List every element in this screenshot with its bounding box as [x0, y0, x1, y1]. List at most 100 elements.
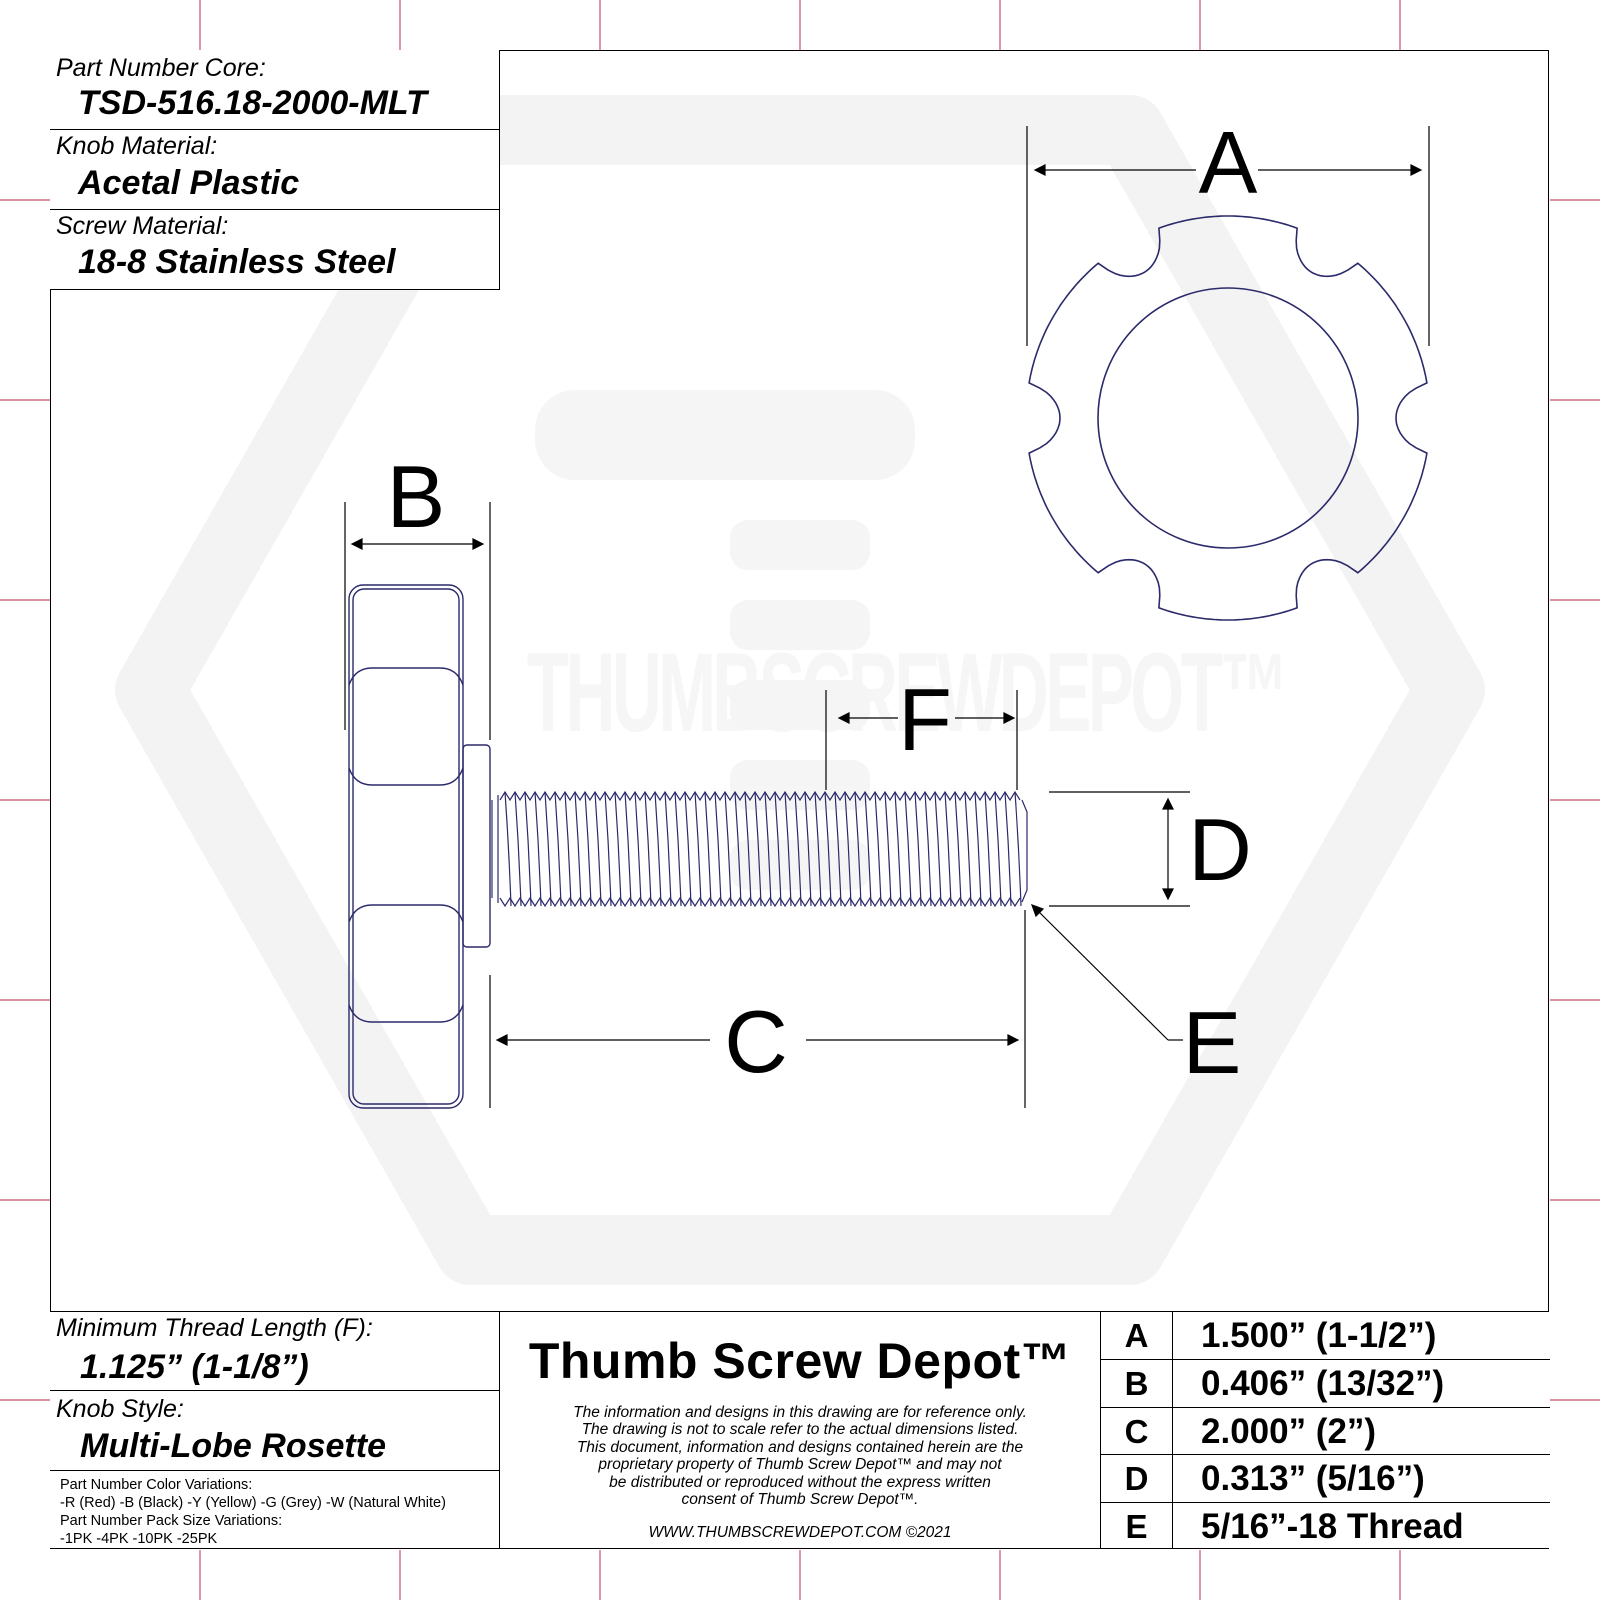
- screw-material-label: Screw Material:: [56, 212, 229, 240]
- thread-crest-line: [964, 791, 972, 907]
- thread-crest-line: [704, 791, 712, 907]
- thread-crest-line: [824, 791, 832, 907]
- knob-style-value: Multi-Lobe Rosette: [80, 1427, 386, 1465]
- knob-inner-circle: [1097, 287, 1359, 549]
- dim-label-f: F: [898, 670, 952, 769]
- knob-side-view: [348, 584, 491, 1109]
- thread-crest-line: [834, 791, 842, 907]
- knob-material-box: Knob Material: Acetal Plastic: [50, 130, 500, 210]
- thread-crest-line: [664, 791, 672, 907]
- thread-crest-line: [944, 791, 952, 907]
- thread-crest-line: [984, 791, 992, 907]
- dimension-letter: A: [1101, 1312, 1173, 1360]
- pack-variations-values: -1PK -4PK -10PK -25PK: [60, 1531, 218, 1547]
- dim-label-d: D: [1188, 800, 1252, 899]
- thread-crest-line: [514, 791, 522, 907]
- thread-crest-line: [794, 791, 802, 907]
- thread-crest-line: [974, 791, 982, 907]
- thread-crest-line: [584, 791, 592, 907]
- disclaimer-line: be distributed or reproduced without the…: [609, 1473, 991, 1491]
- thread-crest-line: [804, 791, 812, 907]
- company-name: Thumb Screw Depot™: [528, 1333, 1072, 1389]
- dimension-value: 5/16”-18 Thread: [1201, 1506, 1464, 1546]
- dimension-value: 1.500” (1-1/2”): [1201, 1316, 1437, 1355]
- dimension-value: 0.406” (13/32”): [1201, 1364, 1445, 1404]
- thread-crest-line: [814, 791, 822, 907]
- dimension-letters: A B C F D E: [387, 113, 1258, 1092]
- thread-length-box: Minimum Thread Length (F): 1.125” (1-1/8…: [50, 1311, 500, 1391]
- dimension-value: 0.313” (5/16”): [1201, 1459, 1425, 1499]
- thread-crest-line: [504, 791, 512, 907]
- part-number-box: Part Number Core: TSD-516.18-2000-MLT: [50, 50, 500, 130]
- dimension-letter: D: [1101, 1455, 1173, 1502]
- thread-crest-line: [634, 791, 642, 907]
- thread-crest-line: [734, 791, 742, 907]
- watermark-hexagon: [115, 95, 1485, 1285]
- part-number-label: Part Number Core:: [56, 54, 266, 82]
- dimension-letter: C: [1101, 1407, 1173, 1455]
- dim-label-a: A: [1199, 113, 1258, 212]
- knob-material-value: Acetal Plastic: [78, 164, 300, 202]
- thread-crest-line: [684, 791, 692, 907]
- thread-crest-line: [994, 791, 1002, 907]
- color-variations-label: Part Number Color Variations:: [60, 1477, 253, 1493]
- dim-label-e: E: [1183, 993, 1242, 1092]
- dim-label-b: B: [387, 447, 446, 546]
- screw-material-box: Screw Material: 18-8 Stainless Steel: [50, 210, 500, 290]
- thread-crest-line: [764, 791, 772, 907]
- rosette-knob-top-view: [1028, 215, 1428, 621]
- thread-crest-line: [954, 791, 962, 907]
- thread-crest-line: [714, 791, 722, 907]
- thread-crest-line: [624, 791, 632, 907]
- website-link[interactable]: WWW.THUMBSCREWDEPOT.COM ©2021: [648, 1524, 952, 1541]
- dimension-letter: B: [1101, 1360, 1173, 1407]
- thread-crest-line: [644, 791, 652, 907]
- thread-crest-line: [744, 791, 752, 907]
- knob-style-label: Knob Style:: [56, 1395, 184, 1423]
- dimension-lines: [344, 126, 1430, 1108]
- thread-crest-line: [554, 791, 562, 907]
- knob-material-label: Knob Material:: [56, 132, 218, 160]
- thread-crest-line: [724, 791, 732, 907]
- thread-crest-line: [594, 791, 602, 907]
- thread-crest-line: [844, 791, 852, 907]
- disclaimer-line: consent of Thumb Screw Depot™.: [681, 1491, 919, 1509]
- thread-crest-line: [884, 791, 892, 907]
- thread-crest-line: [604, 791, 612, 907]
- thread-crest-line: [694, 791, 702, 907]
- thread-crest-line: [564, 791, 572, 907]
- thread-crest-line: [904, 791, 912, 907]
- screw-material-value: 18-8 Stainless Steel: [78, 243, 396, 281]
- thread-crest-line: [854, 791, 862, 907]
- thread-crest-line: [574, 791, 582, 907]
- thread-crest-line: [1014, 791, 1022, 907]
- thread-crest-line: [1004, 791, 1012, 907]
- thread-crest-line: [874, 791, 882, 907]
- thread-crest-line: [754, 791, 762, 907]
- disclaimer-line: The drawing is not to scale refer to the…: [581, 1421, 1019, 1439]
- thread-crest-line: [544, 791, 552, 907]
- knob-style-box: Knob Style: Multi-Lobe Rosette: [50, 1391, 500, 1471]
- dimension-row-d: D 0.313” (5/16”): [1101, 1454, 1550, 1502]
- dimension-table: A 1.500” (1-1/2”) B 0.406” (13/32”) C 2.…: [1100, 1311, 1550, 1549]
- dim-label-c: C: [724, 992, 788, 1091]
- thread-crest-line: [934, 791, 942, 907]
- thread-length-value: 1.125” (1-1/8”): [80, 1348, 309, 1386]
- dimension-value: 2.000” (2”): [1201, 1411, 1377, 1451]
- thread-crest-line: [864, 791, 872, 907]
- disclaimer-line: proprietary property of Thumb Screw Depo…: [598, 1456, 1002, 1474]
- part-number-value: TSD-516.18-2000-MLT: [78, 84, 427, 122]
- screw-thread: [491, 790, 1028, 908]
- dimension-row-e: E 5/16”-18 Thread: [1101, 1501, 1550, 1549]
- color-variations-values: -R (Red) -B (Black) -Y (Yellow) -G (Grey…: [60, 1495, 446, 1511]
- dimension-row-c: C 2.000” (2”): [1101, 1406, 1550, 1455]
- dimension-row-a: A 1.500” (1-1/2”): [1101, 1312, 1550, 1360]
- company-block: Thumb Screw Depot™ The information and d…: [500, 1311, 1100, 1548]
- pack-variations-label: Part Number Pack Size Variations:: [60, 1513, 283, 1529]
- thread-crest-line: [654, 791, 662, 907]
- thread-crest-line: [674, 791, 682, 907]
- thread-length-label: Minimum Thread Length (F):: [56, 1314, 373, 1342]
- disclaimer-line: The information and designs in this draw…: [573, 1404, 1027, 1421]
- thread-crest-line: [534, 791, 542, 907]
